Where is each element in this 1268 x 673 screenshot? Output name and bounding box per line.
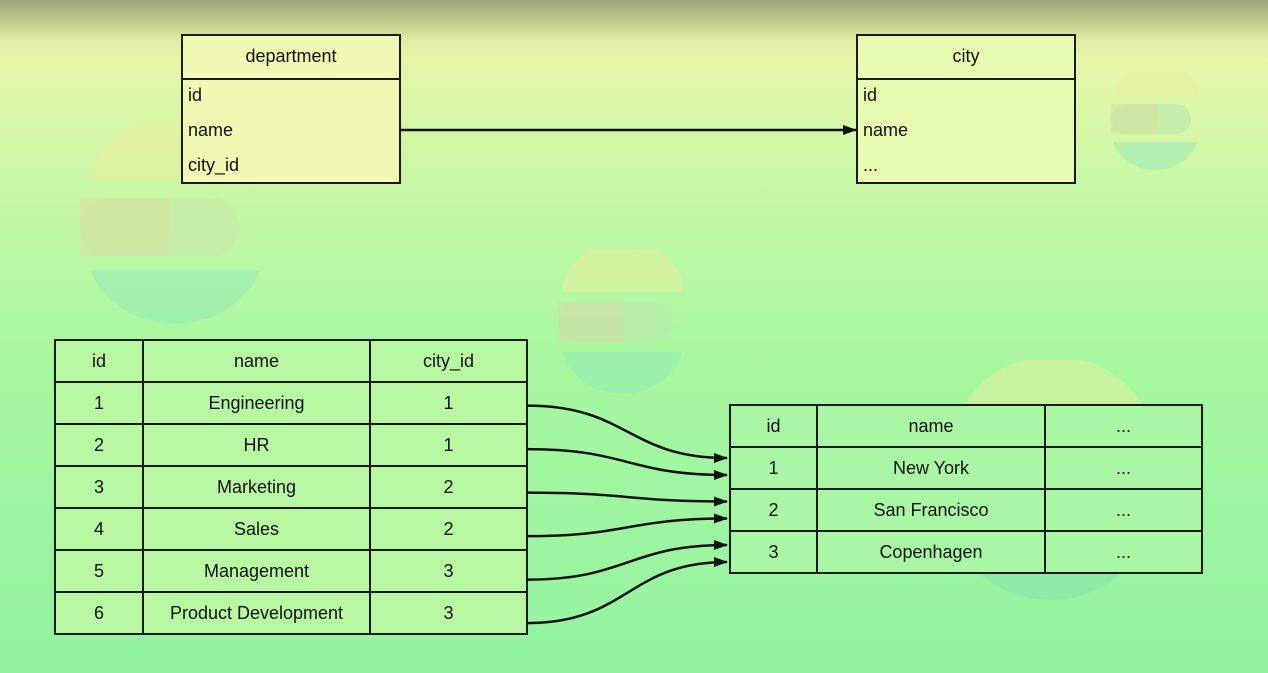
table-cell: ... bbox=[1044, 488, 1203, 532]
top-shadow bbox=[0, 0, 1268, 40]
city-schema-title: city bbox=[858, 36, 1074, 80]
table-header-row: id name ... bbox=[729, 404, 1203, 448]
row-link-arrow bbox=[526, 491, 728, 507]
table-cell: Product Development bbox=[142, 591, 371, 635]
table-header-row: id name city_id bbox=[54, 339, 528, 383]
table-cell: 2 bbox=[369, 507, 528, 551]
row-link-arrow bbox=[526, 513, 728, 538]
row-link-group bbox=[526, 404, 728, 625]
table-cell: Copenhagen bbox=[816, 530, 1046, 574]
table-cell: ... bbox=[1044, 446, 1203, 490]
table-cell: 1 bbox=[369, 423, 528, 467]
department-field-name: name bbox=[188, 120, 234, 140]
department-field-id: id bbox=[188, 85, 203, 105]
table-cell: 2 bbox=[729, 488, 818, 532]
table-cell: ... bbox=[1044, 530, 1203, 574]
column-header: id bbox=[729, 404, 818, 448]
row-link-arrow bbox=[526, 447, 728, 480]
table-cell: 3 bbox=[54, 465, 144, 509]
table-cell: HR bbox=[142, 423, 371, 467]
table-cell: Marketing bbox=[142, 465, 371, 509]
row-link-arrow bbox=[526, 404, 728, 463]
table-cell: 3 bbox=[369, 549, 528, 593]
table-cell: 3 bbox=[729, 530, 818, 574]
table-cell: Management bbox=[142, 549, 371, 593]
department-schema-box: department id name city_id bbox=[181, 34, 401, 184]
city-table: id name ... 1 New York ... 2 San Francis… bbox=[729, 404, 1203, 574]
table-cell: 3 bbox=[369, 591, 528, 635]
table-cell: 1 bbox=[729, 446, 818, 490]
table-cell: 2 bbox=[54, 423, 144, 467]
table-cell: Sales bbox=[142, 507, 371, 551]
department-field-city-id: city_id bbox=[188, 155, 240, 175]
table-cell: 1 bbox=[54, 381, 144, 425]
table-cell: 2 bbox=[369, 465, 528, 509]
column-header: city_id bbox=[369, 339, 528, 383]
city-field-more: ... bbox=[863, 155, 879, 175]
column-header: ... bbox=[1044, 404, 1203, 448]
table-row: 3 Copenhagen ... bbox=[729, 530, 1203, 574]
department-table: id name city_id 1 Engineering 1 2 HR 1 3… bbox=[54, 339, 528, 635]
table-row: 5 Management 3 bbox=[54, 549, 528, 593]
table-row: 4 Sales 2 bbox=[54, 507, 528, 551]
table-cell: 5 bbox=[54, 549, 144, 593]
department-schema-title: department bbox=[183, 36, 399, 80]
column-header: id bbox=[54, 339, 144, 383]
table-row: 3 Marketing 2 bbox=[54, 465, 528, 509]
table-cell: Engineering bbox=[142, 381, 371, 425]
city-schema-box: city id name ... bbox=[856, 34, 1076, 184]
table-row: 6 Product Development 3 bbox=[54, 591, 528, 635]
table-cell: 1 bbox=[369, 381, 528, 425]
column-header: name bbox=[142, 339, 371, 383]
table-cell: 4 bbox=[54, 507, 144, 551]
row-link-arrow bbox=[526, 557, 728, 625]
column-header: name bbox=[816, 404, 1046, 448]
watermark-logo-topright-icon bbox=[1111, 72, 1197, 171]
watermark-logo-center-icon bbox=[558, 250, 682, 394]
table-row: 2 HR 1 bbox=[54, 423, 528, 467]
city-field-id: id bbox=[863, 85, 878, 105]
row-link-arrow bbox=[526, 540, 728, 581]
city-field-name: name bbox=[863, 120, 909, 140]
table-cell: New York bbox=[816, 446, 1046, 490]
table-cell: 6 bbox=[54, 591, 144, 635]
table-cell: San Francisco bbox=[816, 488, 1046, 532]
table-row: 1 New York ... bbox=[729, 446, 1203, 490]
table-row: 2 San Francisco ... bbox=[729, 488, 1203, 532]
table-row: 1 Engineering 1 bbox=[54, 381, 528, 425]
